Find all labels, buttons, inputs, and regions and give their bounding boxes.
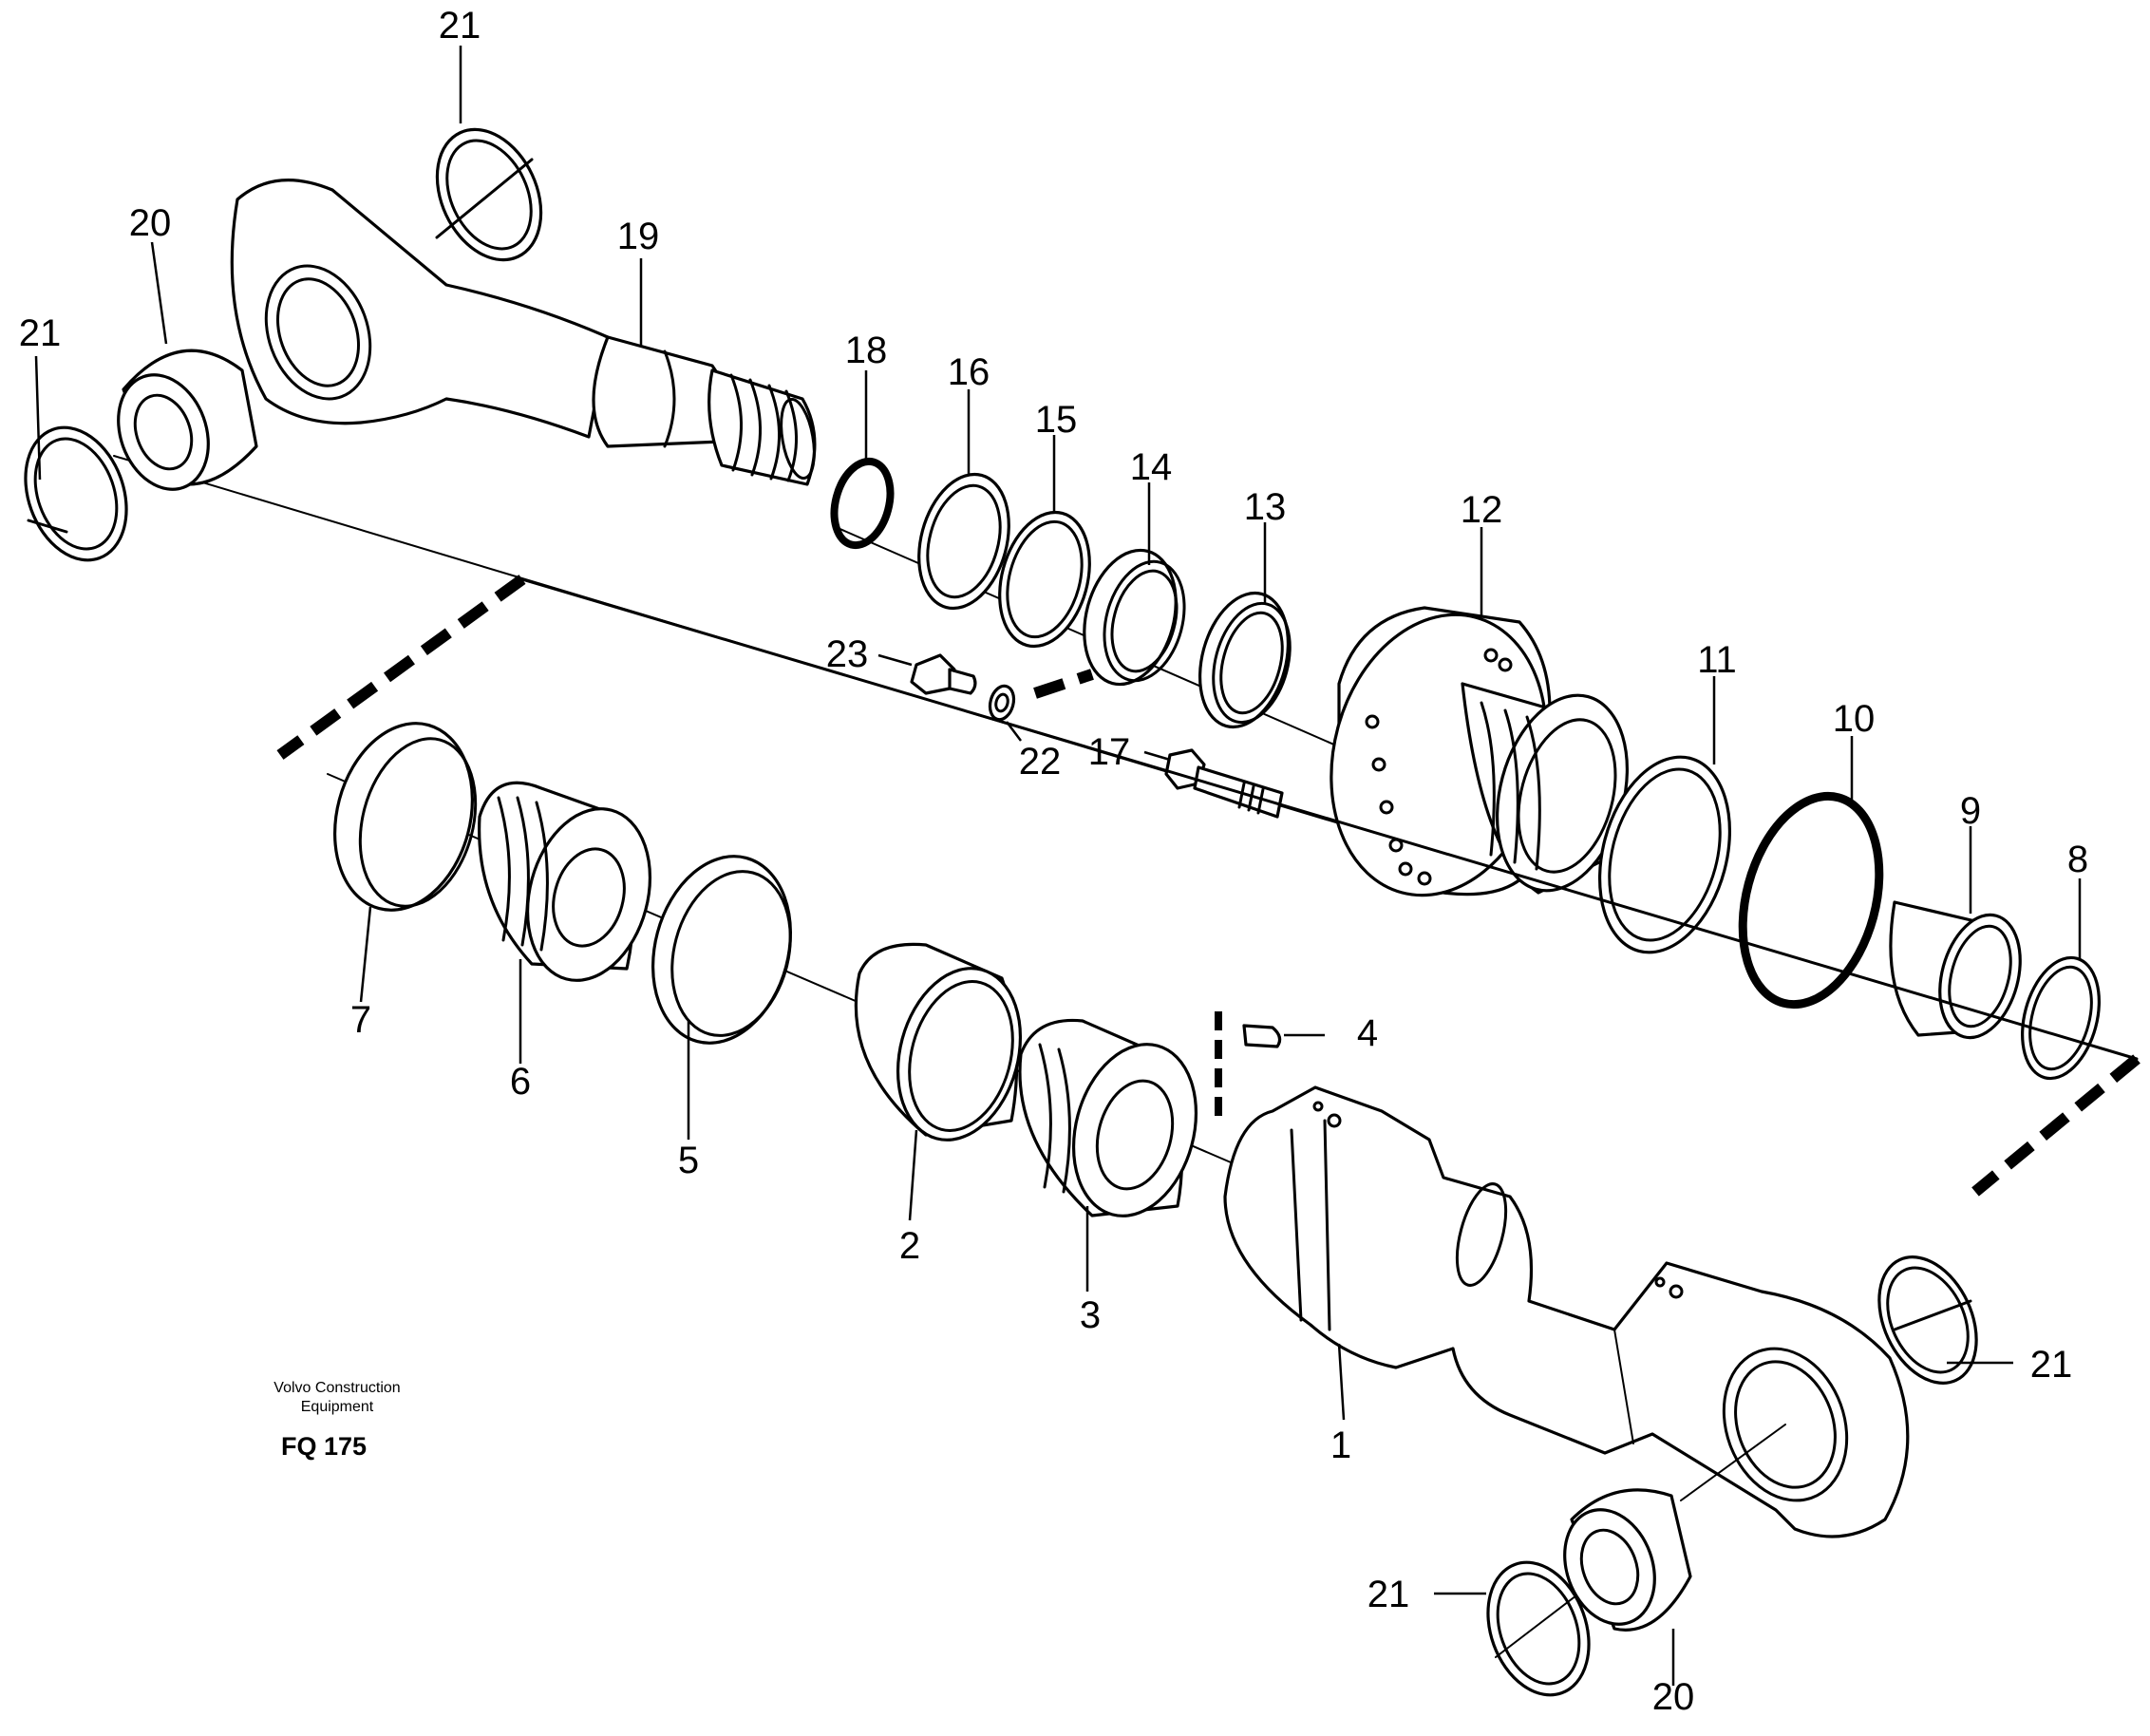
part-17-bolt — [1164, 748, 1284, 819]
part-18-o-ring — [830, 457, 895, 550]
part-9-bushing — [1889, 900, 2022, 1040]
part-12-cylinder-head — [1330, 606, 1630, 897]
part-4-grease-nipple — [1215, 1011, 1325, 1121]
part-23-plug-screw — [910, 653, 977, 695]
label-23: 23 — [826, 633, 869, 675]
label-9: 9 — [1960, 790, 1981, 832]
callout-leaders — [34, 46, 2082, 1686]
label-7: 7 — [350, 999, 371, 1041]
part-14-guide-ring — [1083, 548, 1186, 687]
part-21-circlip-bottom — [1486, 1560, 1591, 1697]
part-2-distance-sleeve — [854, 942, 1023, 1142]
label-10: 10 — [1833, 698, 1876, 740]
label-11: 11 — [1697, 639, 1737, 681]
label-21-right: 21 — [2030, 1344, 2073, 1386]
label-13: 13 — [1244, 486, 1287, 528]
part-22-washer — [988, 684, 1016, 722]
part-3-cylinder-bushing — [1018, 1018, 1198, 1217]
part-6-piston — [478, 781, 652, 982]
label-17: 17 — [1088, 731, 1131, 773]
label-19: 19 — [617, 216, 660, 257]
part-21-circlip-top-left — [24, 425, 128, 562]
label-15: 15 — [1035, 399, 1078, 441]
publisher-credit: Volvo Construction Equipment — [237, 1379, 437, 1417]
part-5-piston-seal — [651, 855, 792, 1045]
part-16-wiper-ring — [917, 472, 1010, 611]
label-6: 6 — [510, 1061, 531, 1103]
label-20-bottom: 20 — [1652, 1676, 1695, 1718]
part-7-guide-ring — [333, 722, 478, 912]
part-10-o-ring — [1738, 791, 1884, 1010]
part-21-circlip-right — [1877, 1255, 1978, 1385]
label-14: 14 — [1130, 446, 1173, 488]
label-1: 1 — [1330, 1425, 1351, 1466]
part-20-spherical-bearing-bottom — [1563, 1424, 1786, 1632]
callout-labels: 21 20 21 19 18 16 15 14 13 12 11 10 9 8 … — [19, 5, 2088, 1718]
label-21-top: 21 — [439, 5, 481, 47]
label-16: 16 — [948, 351, 990, 393]
label-8: 8 — [2067, 839, 2088, 880]
label-3: 3 — [1080, 1294, 1101, 1336]
publisher-line-2: Equipment — [300, 1399, 374, 1415]
part-1-cylinder-barrel — [1223, 1085, 1910, 1538]
part-8-circlip — [2021, 955, 2101, 1081]
label-5: 5 — [678, 1140, 699, 1181]
label-20-top: 20 — [129, 202, 172, 244]
publisher-line-1: Volvo Construction — [273, 1380, 401, 1396]
label-18: 18 — [845, 330, 888, 371]
part-13-rod-seal — [1198, 591, 1292, 729]
piston-group-frame — [276, 575, 2141, 1197]
part-11-back-up-ring — [1597, 755, 1732, 954]
part-20-spherical-bearing-top — [117, 349, 258, 491]
label-12: 12 — [1461, 489, 1503, 531]
label-2: 2 — [899, 1225, 920, 1267]
label-4: 4 — [1357, 1012, 1378, 1054]
part-21-circlip-top — [435, 127, 543, 262]
label-21-top-left: 21 — [19, 312, 62, 354]
label-21-bottom: 21 — [1367, 1574, 1410, 1615]
part-15-seal-ring — [998, 510, 1091, 649]
part-19-piston-rod-eye — [230, 179, 817, 486]
figure-code: FQ 175 — [281, 1432, 368, 1461]
label-22: 22 — [1019, 741, 1062, 783]
